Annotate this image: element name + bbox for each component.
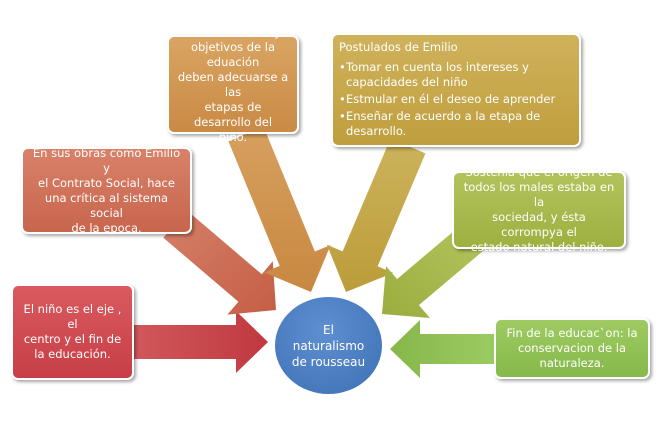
obras-line: de la epoca. xyxy=(71,220,142,235)
obras-line: el Contrato Social, hace xyxy=(38,175,175,190)
center-ellipse: El naturalismo de rousseau xyxy=(275,297,382,394)
center-line: El xyxy=(323,322,334,337)
sostenia-line: todos los males estaba en la xyxy=(463,180,615,209)
nino-text: El niño es el eje , el centro y el fin d… xyxy=(19,302,126,362)
contenidos-line: niño. xyxy=(218,129,248,144)
center-line: naturalismo xyxy=(292,338,365,353)
nino-line: la educación. xyxy=(34,347,111,361)
contenidos-line: deben adecuarse a las xyxy=(177,69,289,99)
postulados-box: Postulados de Emilio Tomar en cuenta los… xyxy=(331,33,581,147)
sostenia-line: estado natural del niño. xyxy=(470,240,608,254)
fin-text: Fin de la educac`on: la conservacion de … xyxy=(506,326,637,371)
obras-box: En sus obras como Emilio y el Contrato S… xyxy=(21,146,192,236)
contenidos-text: Los contenidos y objetivos de la eduació… xyxy=(175,25,291,145)
sostenia-text: Sostenía que el origen de todos los male… xyxy=(460,165,618,255)
arrow-contenidos xyxy=(228,126,331,292)
nino-box: El niño es el eje , el centro y el fin d… xyxy=(11,284,134,380)
postulados-list: Tomar en cuenta los intereses y capacida… xyxy=(339,60,573,139)
sostenia-line: sociedad, y ésta corrompya el xyxy=(492,210,586,239)
contenidos-line: objetivos de la eduación xyxy=(190,39,276,69)
contenidos-box: Los contenidos y objetivos de la eduació… xyxy=(167,25,299,144)
postulados-item: Enseñar de acuerdo a la etapa de desarro… xyxy=(339,109,573,139)
postulados-title: Postulados de Emilio xyxy=(339,40,458,54)
obras-text: En sus obras como Emilio y el Contrato S… xyxy=(29,146,184,236)
arrow-fin xyxy=(390,320,496,378)
contenidos-line: etapas de desarrollo del xyxy=(193,99,273,129)
center-text: El naturalismo de rousseau xyxy=(292,322,365,370)
sostenia-box: Sostenía que el origen de todos los male… xyxy=(452,165,626,254)
arrow-postulados xyxy=(326,138,426,292)
postulados-item: Tomar en cuenta los intereses y capacida… xyxy=(339,60,573,90)
obras-line: una crítica al sistema social xyxy=(44,190,169,220)
contenidos-line: Los contenidos y xyxy=(184,24,282,39)
arrow-obras xyxy=(163,210,276,315)
postulados-item: Estmular en él el deseo de aprender xyxy=(339,92,573,107)
nino-line: El niño es el eje , el xyxy=(23,302,122,331)
fin-line: Fin de la educac`on: la xyxy=(506,326,638,340)
arrow-nino xyxy=(133,311,268,373)
obras-line: En sus obras como Emilio y xyxy=(32,145,181,175)
fin-line: conservacion de la xyxy=(517,341,627,355)
fin-line: naturaleza. xyxy=(539,356,605,370)
center-line: de rousseau xyxy=(291,354,366,369)
fin-box: Fin de la educac`on: la conservacion de … xyxy=(494,318,650,379)
sostenia-line: Sostenía que el origen de xyxy=(465,165,613,179)
nino-line: centro y el fin de xyxy=(23,332,122,346)
